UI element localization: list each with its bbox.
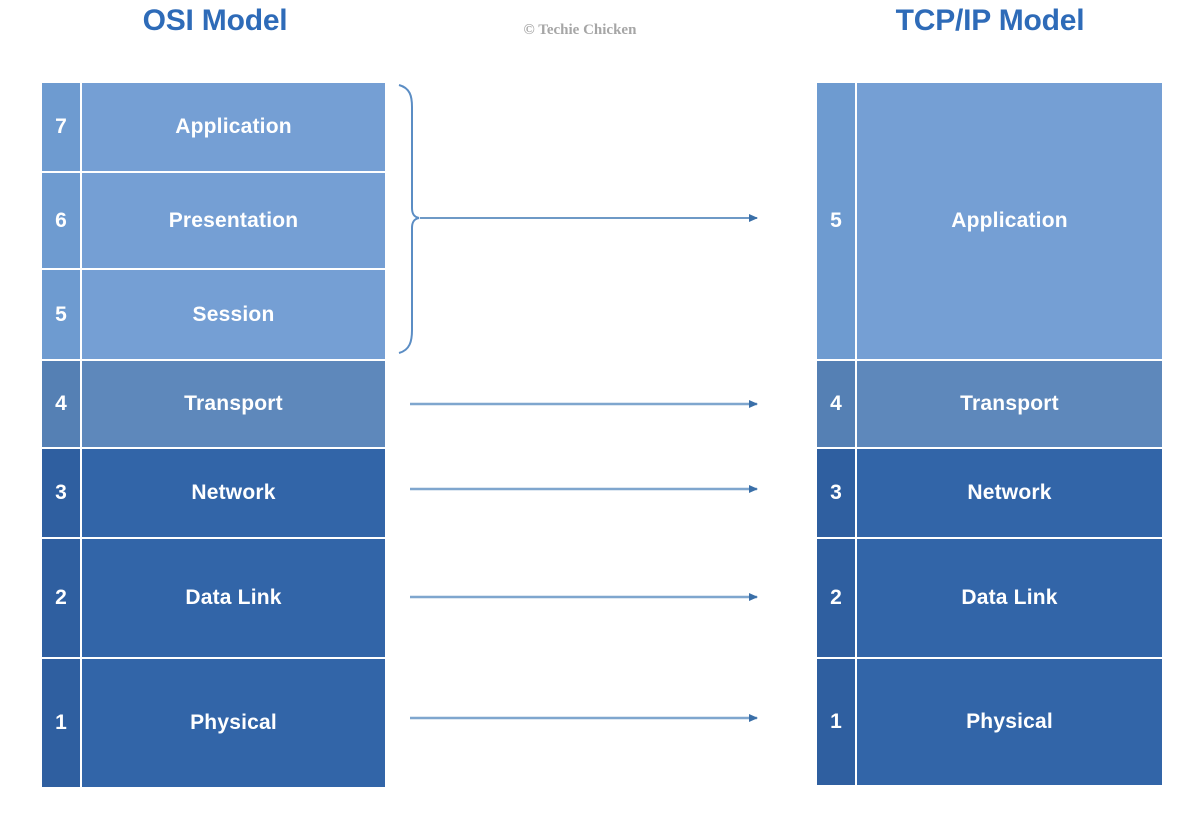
tcpip-layer-number-2: 2 bbox=[817, 539, 857, 657]
osi-layer-number-4: 4 bbox=[42, 361, 82, 447]
osi-layer-stack: 7 Application 6 Presentation 5 Session 4… bbox=[42, 83, 385, 787]
osi-layer-row-6[interactable]: 6 Presentation bbox=[42, 173, 385, 270]
osi-layer-name-3: Network bbox=[82, 449, 385, 537]
tcpip-layer-row-2[interactable]: 2 Data Link bbox=[817, 539, 1162, 659]
osi-layer-name-7: Application bbox=[82, 83, 385, 171]
osi-layer-name-4: Transport bbox=[82, 361, 385, 447]
tcpip-layer-name-5: Application bbox=[857, 83, 1162, 359]
tcpip-layer-name-4: Transport bbox=[857, 361, 1162, 447]
osi-layer-row-3[interactable]: 3 Network bbox=[42, 449, 385, 539]
copyright-credit: © Techie Chicken bbox=[523, 22, 637, 38]
osi-layer-name-6: Presentation bbox=[82, 173, 385, 268]
tcpip-layer-number-3: 3 bbox=[817, 449, 857, 537]
osi-layer-row-7[interactable]: 7 Application bbox=[42, 83, 385, 173]
osi-layer-name-5: Session bbox=[82, 270, 385, 359]
tcpip-layer-row-1[interactable]: 1 Physical bbox=[817, 659, 1162, 785]
tcpip-layer-number-5: 5 bbox=[817, 83, 857, 359]
osi-layer-name-2: Data Link bbox=[82, 539, 385, 657]
osi-layer-row-2[interactable]: 2 Data Link bbox=[42, 539, 385, 659]
osi-application-group-brace bbox=[398, 84, 420, 354]
tcpip-layer-name-2: Data Link bbox=[857, 539, 1162, 657]
osi-layer-name-1: Physical bbox=[82, 659, 385, 787]
osi-layer-number-7: 7 bbox=[42, 83, 82, 171]
tcpip-model-title: TCP/IP Model bbox=[895, 4, 1085, 37]
osi-layer-number-2: 2 bbox=[42, 539, 82, 657]
osi-layer-number-3: 3 bbox=[42, 449, 82, 537]
tcpip-layer-name-1: Physical bbox=[857, 659, 1162, 785]
tcpip-layer-number-1: 1 bbox=[817, 659, 857, 785]
osi-layer-row-1[interactable]: 1 Physical bbox=[42, 659, 385, 787]
tcpip-layer-name-3: Network bbox=[857, 449, 1162, 537]
tcpip-layer-row-4[interactable]: 4 Transport bbox=[817, 361, 1162, 449]
osi-layer-number-6: 6 bbox=[42, 173, 82, 268]
tcpip-layer-row-5[interactable]: 5 Application bbox=[817, 83, 1162, 361]
osi-layer-number-5: 5 bbox=[42, 270, 82, 359]
osi-layer-row-4[interactable]: 4 Transport bbox=[42, 361, 385, 449]
tcpip-layer-number-4: 4 bbox=[817, 361, 857, 447]
tcpip-layer-stack: 5 Application 4 Transport 3 Network 2 Da… bbox=[817, 83, 1162, 785]
osi-layer-number-1: 1 bbox=[42, 659, 82, 787]
osi-layer-row-5[interactable]: 5 Session bbox=[42, 270, 385, 361]
tcpip-layer-row-3[interactable]: 3 Network bbox=[817, 449, 1162, 539]
osi-model-title: OSI Model bbox=[142, 4, 288, 37]
